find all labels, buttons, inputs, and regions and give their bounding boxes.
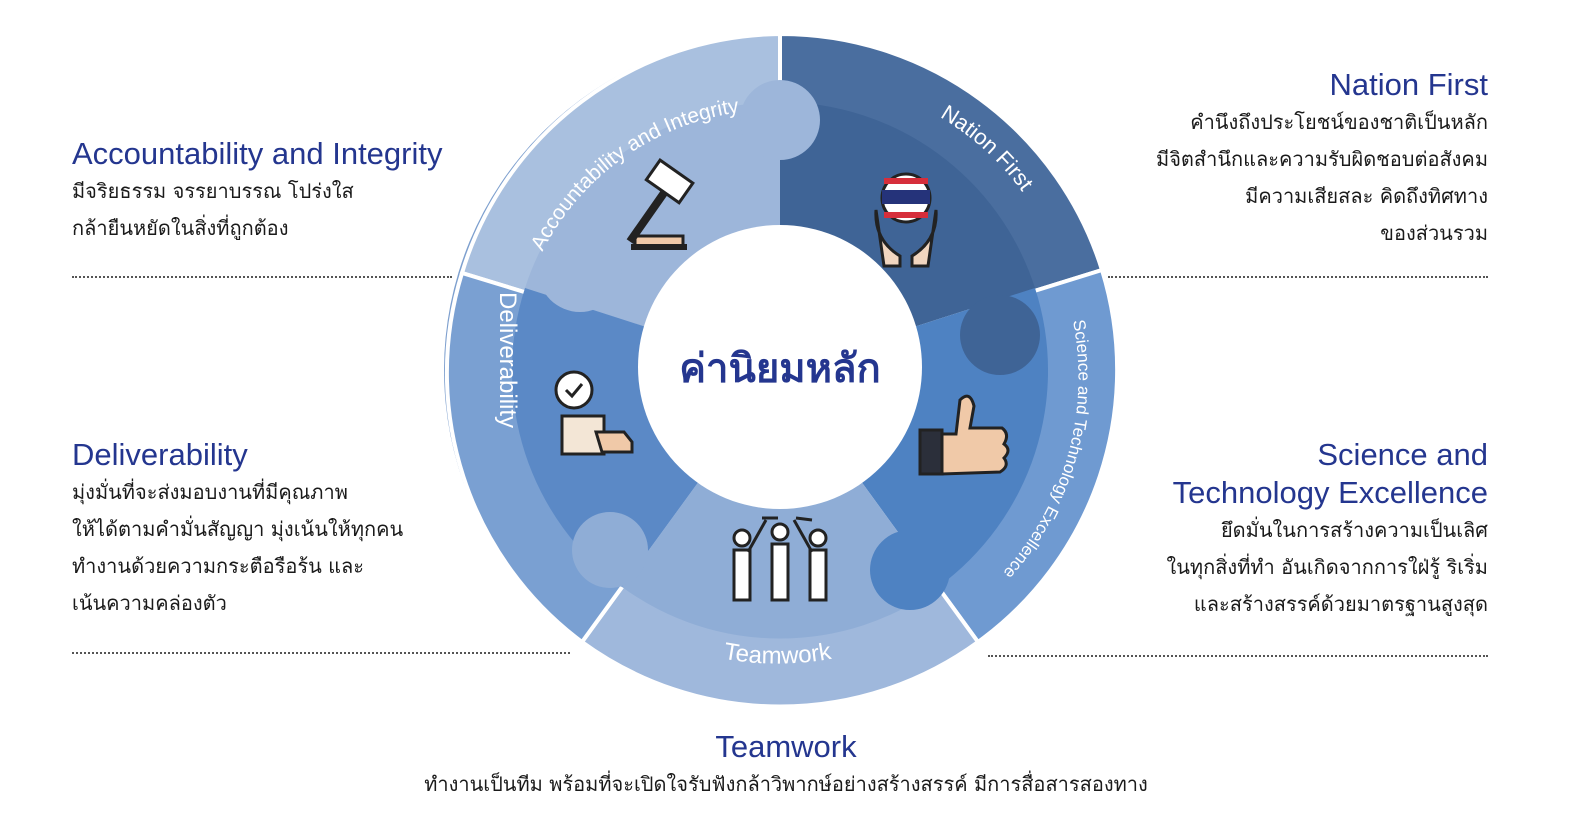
divider-nation [1108,276,1488,278]
knob-teamwork [572,512,648,588]
knob-science [870,530,950,610]
nation-desc-2: มีจิตสำนึกและความรับผิดชอบต่อสังคม [1156,147,1488,171]
accountability-block: Accountability and Integrity มีจริยธรรม … [72,135,492,247]
nation-block: Nation First คำนึงถึงประโยชน์ของชาติเป็น… [1080,66,1488,252]
science-title-1: Science and [1317,437,1488,472]
nation-desc-4: ของส่วนรวม [1380,221,1488,245]
wheel-label-deliverability: Deliverability [494,292,521,428]
nation-title: Nation First [1329,67,1488,102]
deliverability-title: Deliverability [72,437,248,472]
wheel-label-teamwork: Teamwork [722,638,834,670]
deliverability-block: Deliverability มุ่งมั่นที่จะส่งมอบงานที่… [72,436,512,622]
divider-accountability [72,276,452,278]
accountability-desc-2: กล้ายืนหยัดในสิ่งที่ถูกต้อง [72,216,289,240]
accountability-title: Accountability and Integrity [72,136,443,171]
science-desc-1: ยึดมั่นในการสร้างความเป็นเลิศ [1220,518,1488,542]
accountability-desc-1: มีจริยธรรม จรรยาบรรณ โปร่งใส [72,179,354,203]
knob-accountability [538,228,622,312]
thai-flag-hands-icon [874,172,938,268]
divider-science [988,655,1488,657]
science-desc-3: และสร้างสรรค์ด้วยมาตรฐานสูงสุด [1193,592,1488,616]
nation-desc-1: คำนึงถึงประโยชน์ของชาติเป็นหลัก [1190,110,1488,134]
wheel-center [638,225,922,509]
gavel-icon [626,158,695,250]
knob-nation [960,295,1040,375]
knob-deliverability [740,80,820,160]
deliverability-desc-3: ทำงานด้วยความกระตือรือร้น และ [72,554,365,578]
svg-text:Teamwork: Teamwork [722,638,834,670]
science-desc-2: ในทุกสิ่งที่ทำ อันเกิดจากการใฝ่รู้ ริเริ… [1166,555,1488,579]
teamwork-desc: ทำงานเป็นทีม พร้อมที่จะเปิดใจรับฟังกล้าว… [424,772,1148,796]
divider-deliverability [72,652,570,654]
science-title-2: Technology Excellence [1172,475,1488,510]
teamwork-block: Teamwork ทำงานเป็นทีม พร้อมที่จะเปิดใจรั… [300,728,1272,803]
deliverability-desc-4: เน้นความคล่องตัว [72,591,227,615]
core-values-wheel: ค่านิยมหลัก Accountability and Integrity… [444,31,1120,709]
science-block: Science and Technology Excellence ยึดมั่… [1060,436,1488,623]
deliverability-desc-2: ให้ได้ตามคำมั่นสัญญา มุ่งเน้นให้ทุกคน [72,517,404,541]
deliverability-desc-1: มุ่งมั่นที่จะส่งมอบงานที่มีคุณภาพ [72,480,348,504]
box-delivery-icon [554,370,634,456]
thumbs-up-icon [918,394,1010,476]
teamwork-title: Teamwork [715,729,857,764]
team-hands-up-icon [732,516,828,602]
nation-desc-3: มีความเสียสละ คิดถึงทิศทาง [1245,184,1488,208]
center-title: ค่านิยมหลัก [679,346,880,392]
